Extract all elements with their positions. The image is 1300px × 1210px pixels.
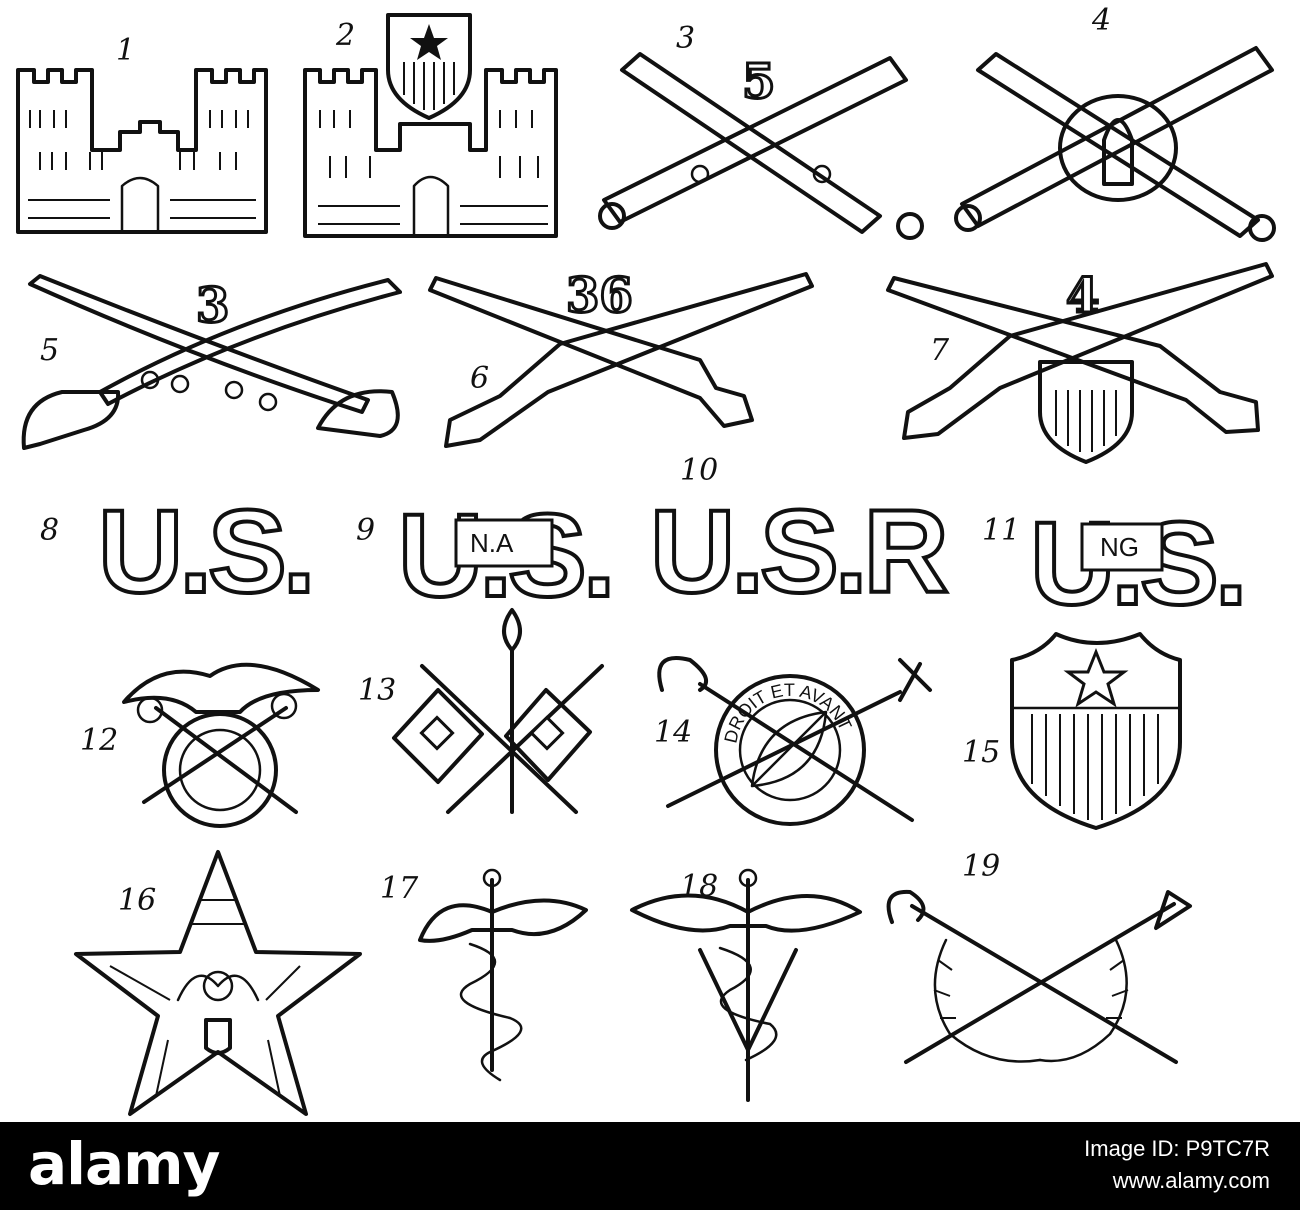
watermark-footer: alamy Image ID: P9TC7R www.alamy.com (0, 1122, 1300, 1210)
us-letters-c: U.S. (1030, 498, 1244, 630)
image-id-text: Image ID: P9TC7R (1084, 1136, 1270, 1161)
crossed-rifles-shield-insignia: 7 4 (886, 262, 1274, 464)
us-letters-a: U.S. (98, 486, 312, 618)
shield-insignia: 15 (962, 632, 1182, 830)
figure-number-14: 14 (654, 715, 692, 750)
caduceus-insignia: 17 (380, 868, 588, 1082)
us-collar-insignia: 8 U.S. (40, 484, 318, 620)
usr-letters: U.S.R (650, 486, 946, 618)
infantry-number-b: 4 (1066, 268, 1099, 324)
figure-number-5: 5 (40, 333, 59, 368)
figure-number-9: 9 (356, 513, 375, 548)
us-na-collar-insignia: 9 U.S. N.A (356, 488, 618, 624)
figure-number-6: 6 (470, 361, 489, 396)
image-meta: Image ID: P9TC7R www.alamy.com (850, 1136, 1270, 1194)
castle-insignia: 1 (16, 33, 268, 234)
site-url-text: www.alamy.com (1112, 1168, 1270, 1193)
quartermaster-insignia: 12 (80, 662, 320, 828)
figure-number-16: 16 (118, 883, 156, 918)
figure-number-11: 11 (982, 513, 1020, 548)
sabre-arrow-wreath-insignia: 19 (886, 849, 1192, 1064)
figure-number-1: 1 (116, 33, 135, 68)
figure-number-12: 12 (80, 723, 118, 758)
crossed-sabres-insignia: 5 3 (21, 274, 402, 450)
figure-number-17: 17 (380, 871, 419, 906)
figure-number-13: 13 (358, 673, 396, 708)
figure-number-4: 4 (1091, 3, 1111, 38)
signal-flags-insignia: 13 (358, 608, 604, 814)
battery-number: 5 (742, 54, 775, 110)
veterinary-caduceus-insignia: 18 (630, 868, 862, 1102)
general-staff-star-insignia: 16 (74, 850, 362, 1116)
alamy-logo: alamy (28, 1130, 220, 1198)
insignia-plate: 1 2 3 5 (16, 3, 1276, 1116)
figure-number-15: 15 (962, 735, 1000, 770)
cavalry-number: 3 (196, 278, 229, 334)
castle-shield-insignia: 2 (303, 13, 558, 238)
crossed-cannons-5-insignia: 3 5 (598, 21, 924, 240)
us-ng-collar-insignia: 11 U.S. NG (982, 496, 1250, 632)
figure-number-7: 7 (930, 333, 950, 368)
infantry-number-a: 36 (566, 268, 633, 324)
figure-number-8: 8 (40, 513, 59, 548)
crossed-rifles-36-insignia: 6 36 (428, 267, 814, 448)
na-label: N.A (470, 528, 514, 558)
usr-collar-insignia: 10 U.S.R (648, 453, 952, 620)
crossed-cannons-shell-insignia: 4 (954, 3, 1276, 242)
figure-number-19: 19 (962, 849, 1000, 884)
figure-number-10: 10 (680, 453, 718, 488)
ng-label: NG (1100, 532, 1139, 562)
figure-number-2: 2 (335, 18, 355, 53)
droit-et-avant-insignia: 14 DROIT ET AVANT (654, 656, 932, 826)
figure-number-3: 3 (676, 21, 695, 56)
